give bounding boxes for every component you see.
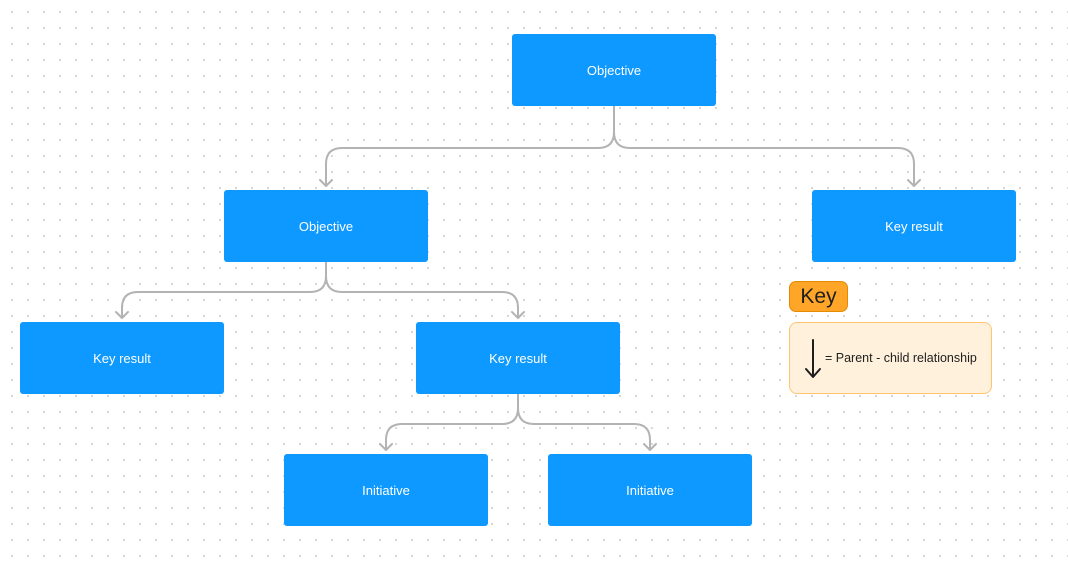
connector-key-result-to-initiative-left[interactable]: [379, 393, 519, 451]
node-objective-child[interactable]: Objective: [224, 190, 428, 262]
connector-root-to-key-result[interactable]: [613, 105, 921, 187]
connector-sub-objective-to-key-result-left[interactable]: [115, 261, 327, 319]
connector-sub-objective-to-key-result-middle[interactable]: [325, 261, 525, 319]
node-objective-root[interactable]: Objective: [512, 34, 716, 106]
legend-title[interactable]: Key: [789, 281, 848, 312]
down-arrow-icon: [805, 339, 821, 378]
node-key-result-middle[interactable]: Key result: [416, 322, 620, 394]
legend-description: = Parent - child relationship: [825, 351, 977, 365]
node-initiative-right[interactable]: Initiative: [548, 454, 752, 526]
connector-root-to-sub-objective[interactable]: [319, 105, 615, 187]
node-key-result-top-right[interactable]: Key result: [812, 190, 1016, 262]
node-key-result-left[interactable]: Key result: [20, 322, 224, 394]
node-initiative-left[interactable]: Initiative: [284, 454, 488, 526]
connector-key-result-to-initiative-right[interactable]: [517, 393, 657, 451]
legend-box[interactable]: = Parent - child relationship: [789, 322, 992, 394]
